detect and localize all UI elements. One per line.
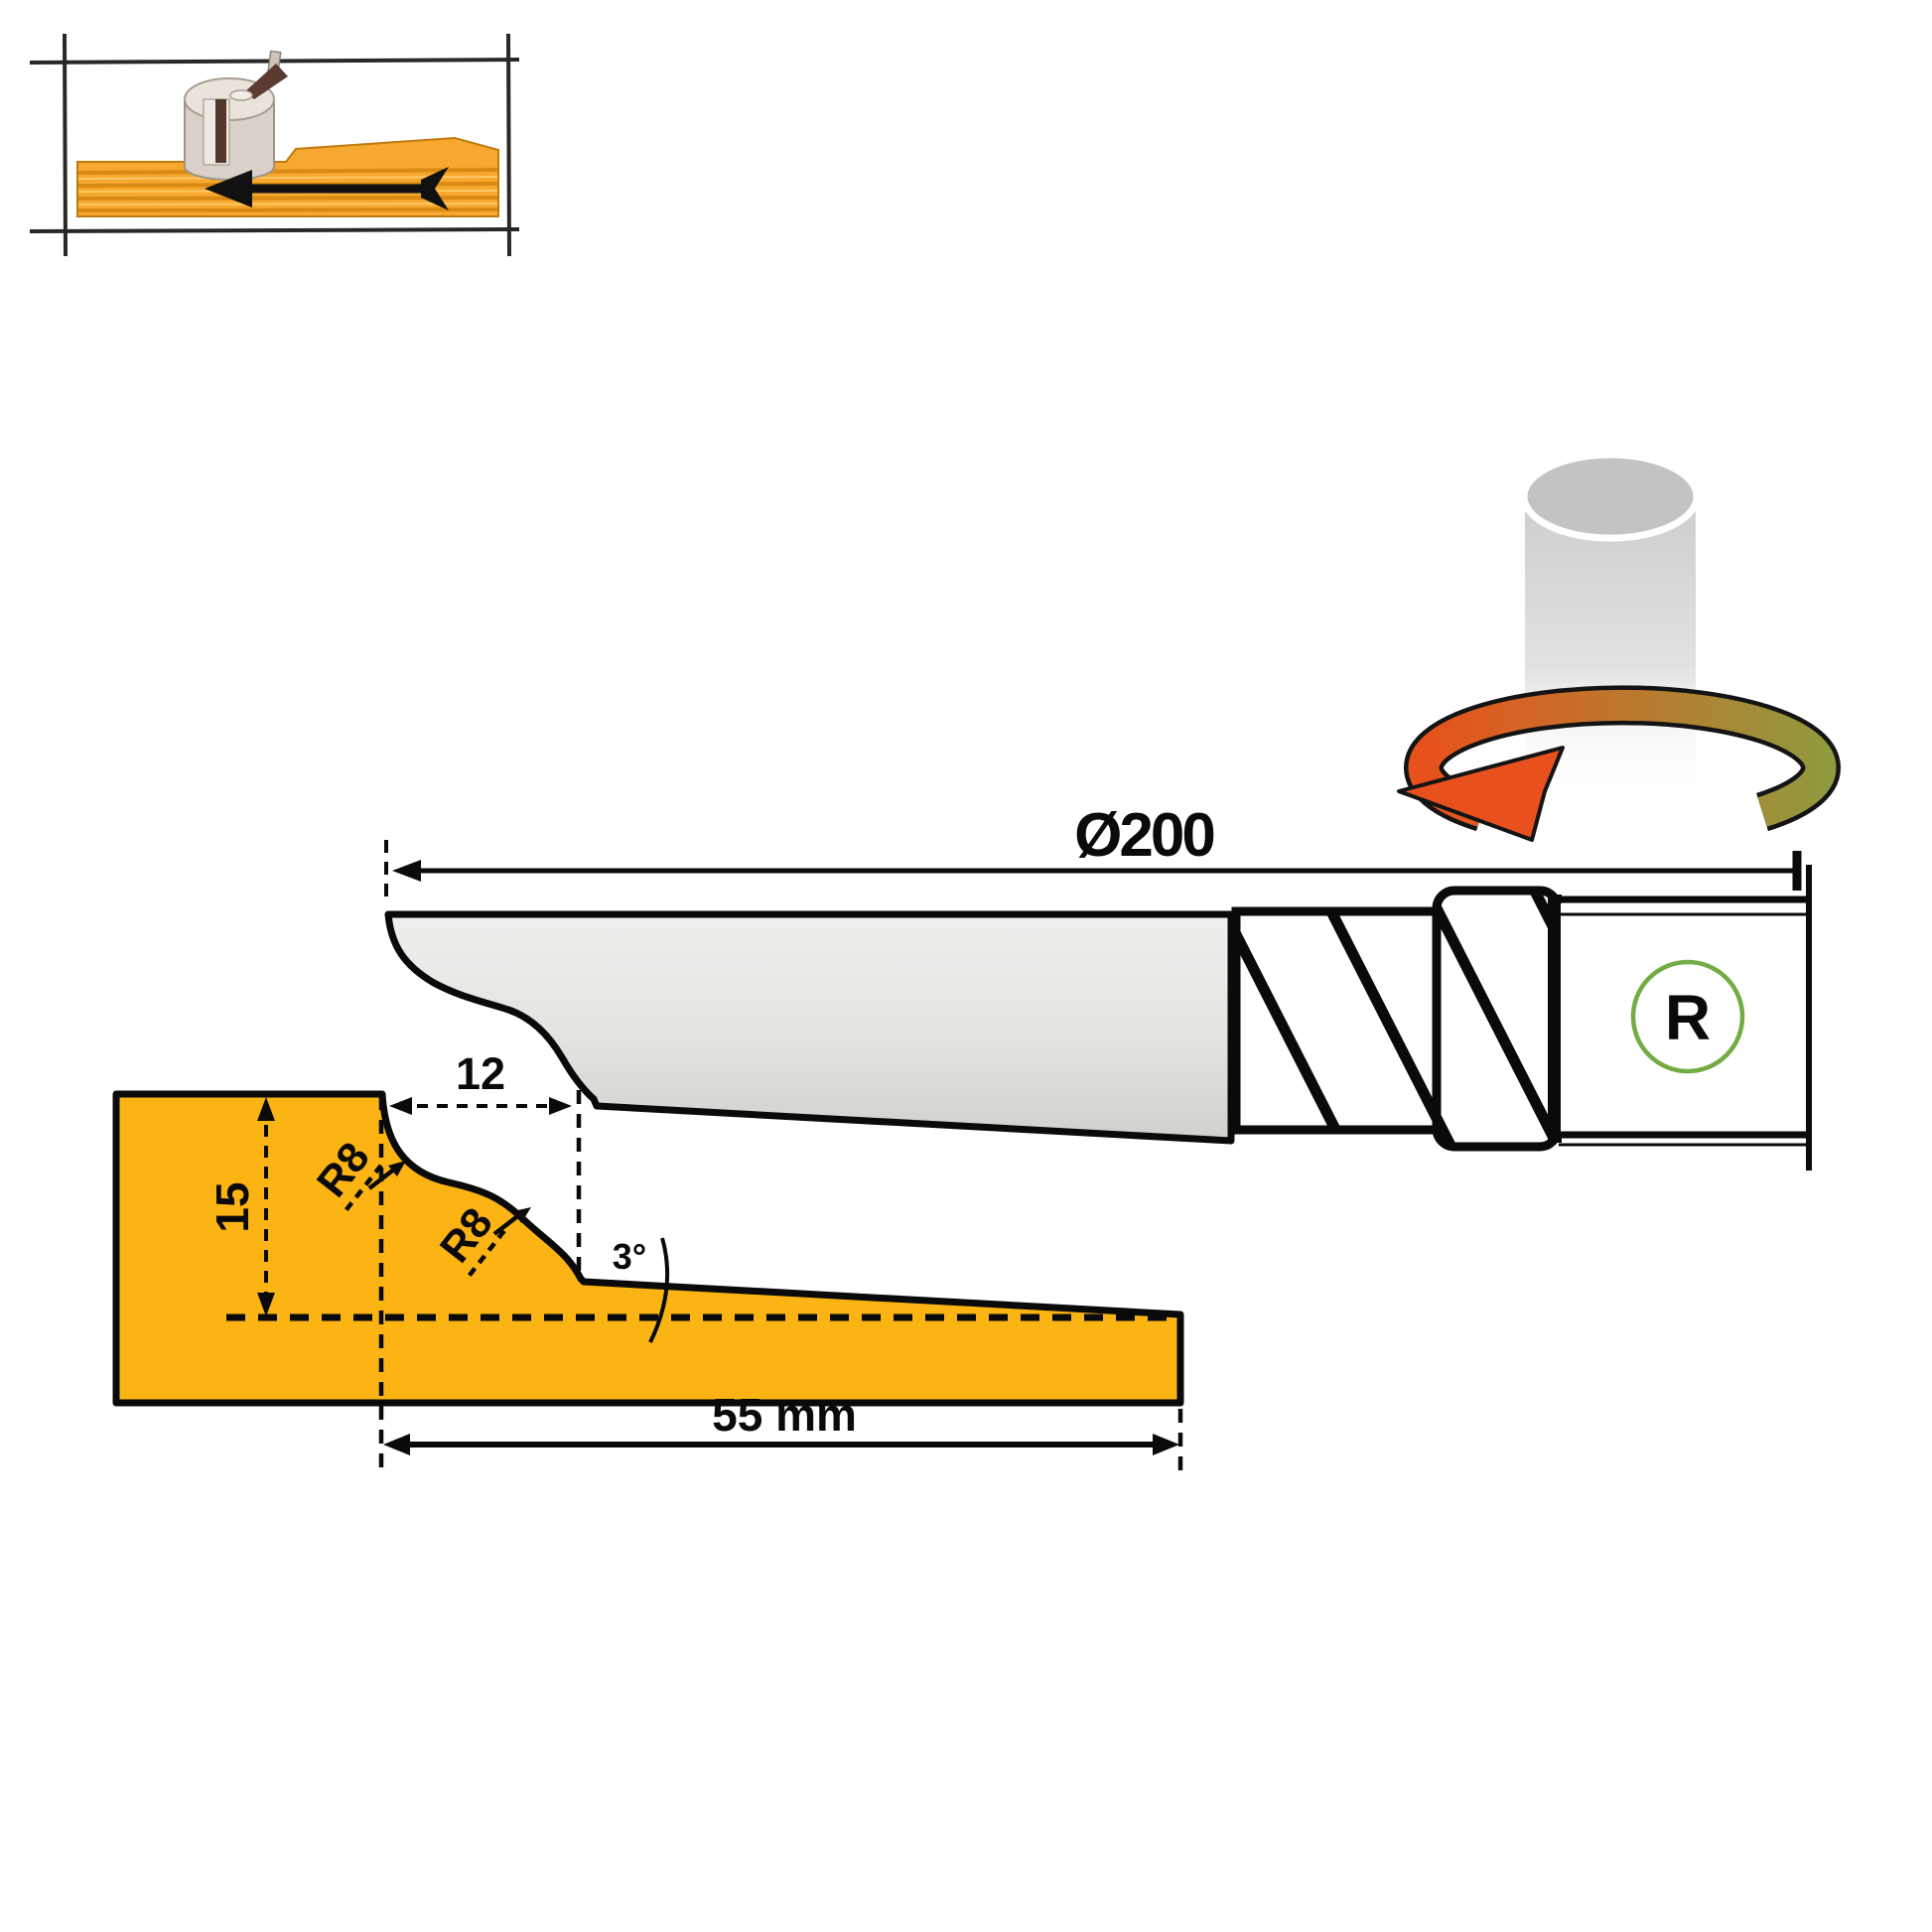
spindle-hole (229, 89, 253, 101)
radius-lower-arrow (513, 1207, 531, 1223)
rotation-direction-mark: R (1630, 959, 1745, 1074)
spindle-rotation-indicator (1397, 451, 1841, 842)
dimension-arrow-left (392, 860, 421, 882)
height-15-dimension: 15 (207, 1097, 275, 1316)
bevel-angle-arc (648, 1237, 670, 1343)
radius-upper-arrow (388, 1161, 406, 1176)
workpiece-profile-drawing: 12 15 R8 R8 3 (112, 1048, 1184, 1473)
spindle-shaft (1559, 865, 1812, 1171)
rotation-arrow-band (1408, 689, 1837, 827)
hub-hatched-section (1231, 906, 1442, 1135)
cutter-head-drawing: Ø200 R (384, 801, 1812, 1171)
top-knife (244, 64, 288, 99)
projection-lines (226, 1090, 1183, 1473)
rotation-mark-letter: R (1665, 982, 1711, 1053)
bevel-angle-callout: 3° (613, 1236, 670, 1343)
bevel-angle-label: 3° (613, 1236, 646, 1277)
diameter-label: Ø200 (1074, 801, 1213, 870)
clamp-nut-section (1432, 886, 1563, 1152)
cutter-blade-profile (384, 910, 1235, 1145)
workpiece-cross-section (112, 1090, 1184, 1407)
diameter-dimension: Ø200 (384, 801, 1802, 905)
feed-direction-inset (29, 33, 520, 257)
rotation-mark-circle (1630, 959, 1745, 1074)
spindle-cylinder-top (1520, 451, 1701, 542)
height-15-label: 15 (207, 1181, 258, 1232)
rotation-arrow-head (1397, 746, 1565, 842)
feed-arrow-icon (205, 167, 449, 210)
length-55-dimension: 55 mm (383, 1389, 1179, 1455)
front-knife (215, 99, 226, 163)
width-12-dimension: 12 (389, 1048, 572, 1115)
cutter-head-icon (184, 50, 288, 181)
length-55-label: 55 mm (712, 1389, 857, 1441)
width-12-label: 12 (456, 1048, 505, 1099)
